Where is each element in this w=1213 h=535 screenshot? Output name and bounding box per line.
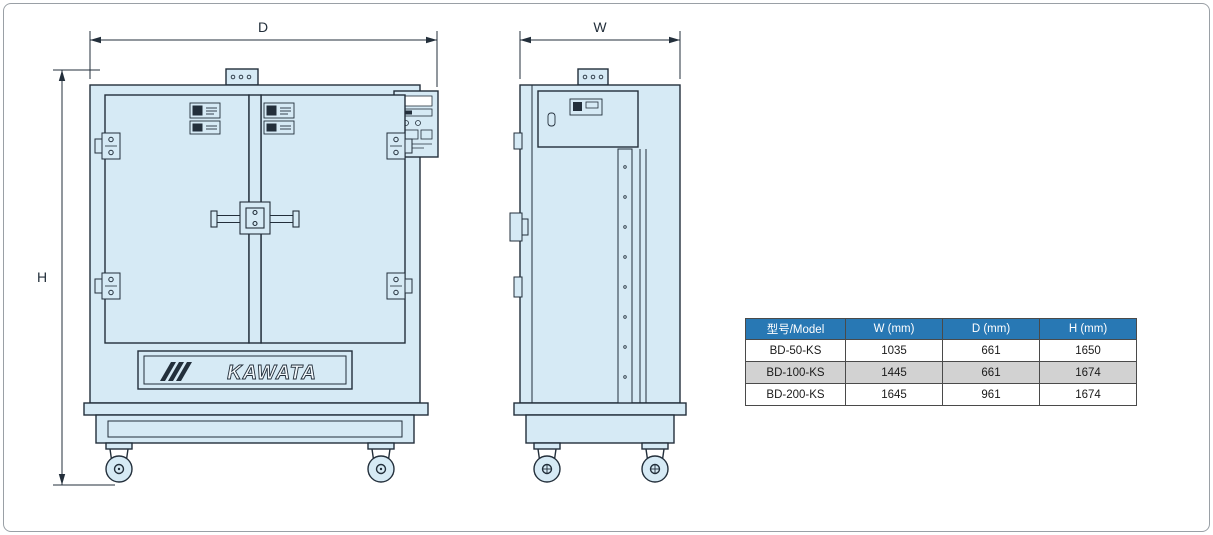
table-row: BD-200-KS 1645 961 1674 bbox=[745, 383, 1137, 406]
dim-w-label: W bbox=[593, 19, 607, 35]
logo-panel: KAWATA bbox=[137, 350, 353, 390]
front-machine: KAWATA bbox=[83, 68, 439, 483]
side-machine bbox=[509, 68, 687, 483]
caster-left bbox=[105, 442, 133, 483]
cell-h: 1650 bbox=[1039, 339, 1137, 362]
cell-model: BD-50-KS bbox=[745, 339, 846, 362]
dimension-d: D bbox=[89, 19, 438, 87]
dimension-w: W bbox=[519, 19, 681, 79]
logo-stripe bbox=[176, 362, 192, 381]
brand-logo: KAWATA bbox=[227, 362, 317, 384]
logo-stripe bbox=[160, 362, 176, 381]
cell-d: 661 bbox=[942, 361, 1040, 384]
table-row: BD-50-KS 1035 661 1650 bbox=[745, 339, 1137, 362]
left-door bbox=[104, 94, 250, 344]
hinge-top-left bbox=[94, 132, 121, 160]
logo-stripe bbox=[168, 362, 184, 381]
cell-d: 961 bbox=[942, 383, 1040, 406]
side-base bbox=[513, 402, 687, 444]
cell-d: 661 bbox=[942, 339, 1040, 362]
side-control-box bbox=[537, 90, 639, 148]
side-view-drawing: W bbox=[509, 19, 687, 483]
cell-w: 1445 bbox=[845, 361, 943, 384]
hinge-top-right bbox=[386, 132, 413, 160]
side-fittings bbox=[509, 132, 529, 298]
front-view-drawing: D H bbox=[37, 19, 439, 486]
cell-model: BD-100-KS bbox=[745, 361, 846, 384]
base bbox=[83, 402, 429, 444]
side-caster-right bbox=[641, 442, 669, 483]
top-vent-side bbox=[577, 68, 609, 86]
hinge-bottom-right bbox=[386, 272, 413, 300]
right-door bbox=[260, 94, 406, 344]
cell-w: 1645 bbox=[845, 383, 943, 406]
table-row: BD-100-KS 1445 661 1674 bbox=[745, 361, 1137, 384]
hinge-bottom-left bbox=[94, 272, 121, 300]
door-handle bbox=[210, 201, 300, 235]
door-display-right bbox=[263, 102, 295, 135]
dim-h-label: H bbox=[37, 269, 47, 285]
spec-table-header: 型号/Model W (mm) D (mm) H (mm) bbox=[745, 318, 1137, 340]
cell-h: 1674 bbox=[1039, 361, 1137, 384]
caster-right bbox=[367, 442, 395, 483]
col-header-d: D (mm) bbox=[942, 318, 1040, 340]
spec-table: 型号/Model W (mm) D (mm) H (mm) BD-50-KS 1… bbox=[745, 318, 1137, 406]
side-caster-left bbox=[533, 442, 561, 483]
dimension-h: H bbox=[37, 69, 115, 486]
col-header-h: H (mm) bbox=[1039, 318, 1137, 340]
cell-w: 1035 bbox=[845, 339, 943, 362]
col-header-model: 型号/Model bbox=[745, 318, 846, 340]
col-header-w: W (mm) bbox=[845, 318, 943, 340]
top-vent bbox=[225, 68, 259, 86]
cell-h: 1674 bbox=[1039, 383, 1137, 406]
door-display-left bbox=[189, 102, 221, 135]
cell-model: BD-200-KS bbox=[745, 383, 846, 406]
dim-d-label: D bbox=[258, 19, 268, 35]
